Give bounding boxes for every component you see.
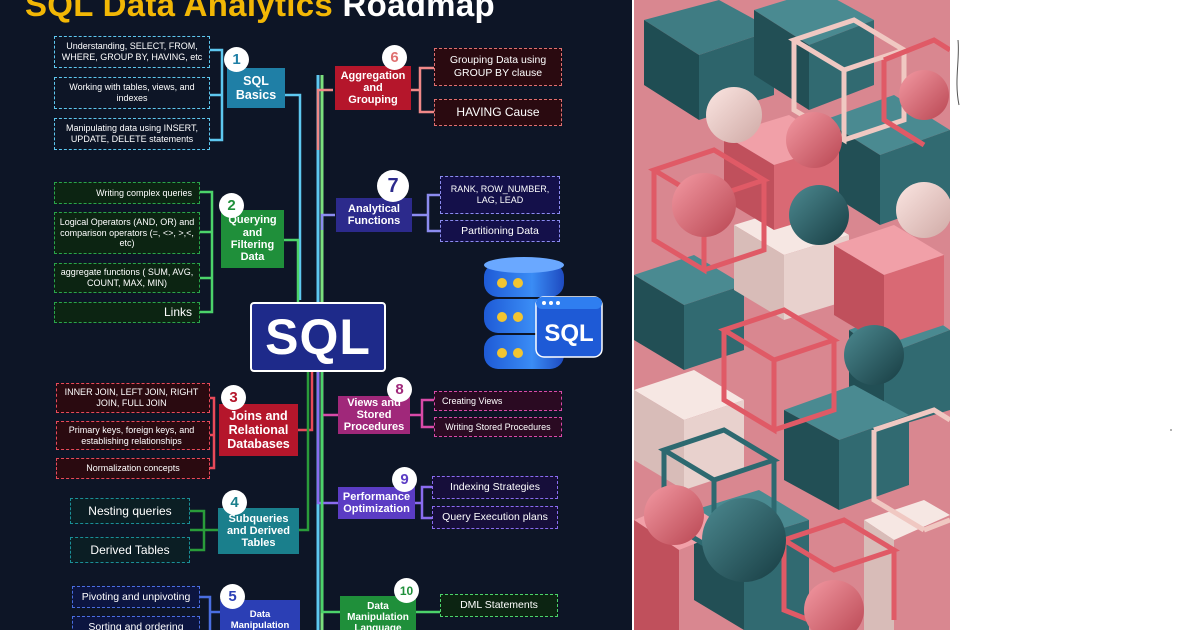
connector-lines <box>190 48 440 630</box>
topic-2-node: Querying and Filtering Data <box>221 210 284 268</box>
roadmap-infographic: SQL Data Analytics Roadmap Understanding… <box>0 0 632 630</box>
database-sql-icon: SQL <box>484 257 603 369</box>
subtopic-2-4: Links <box>54 302 200 323</box>
subtopic-6-1: Grouping Data using GROUP BY clause <box>434 48 562 86</box>
subtopic-8-1: Creating Views <box>434 391 562 411</box>
subtopic-3-1: INNER JOIN, LEFT JOIN, RIGHT JOIN, FULL … <box>56 383 210 413</box>
cubes-illustration <box>634 0 950 630</box>
subtopic-4-2: Derived Tables <box>70 537 190 563</box>
title-part2: Roadmap <box>342 0 495 23</box>
topic-5-node: Data Manipulation and <box>220 600 300 630</box>
topic-7-node: Analytical Functions <box>336 198 412 232</box>
topic-1-number: 1 <box>224 47 249 72</box>
subtopic-10-1: DML Statements <box>440 594 558 617</box>
subtopic-5-2: Sorting and ordering <box>72 616 200 630</box>
subtopic-6-2: HAVING Cause <box>434 99 562 126</box>
subtopic-1-2: Working with tables, views, and indexes <box>54 77 210 109</box>
sql-center-node: SQL <box>250 302 386 372</box>
topic-10-node: Data Manipulation Language <box>340 596 416 630</box>
topic-5-number: 5 <box>220 584 245 609</box>
db-icon-label: SQL <box>544 320 593 347</box>
subtopic-9-1: Indexing Strategies <box>432 476 558 499</box>
subtopic-9-2: Query Execution plans <box>432 506 558 529</box>
subtopic-3-2: Primary keys, foreign keys, and establis… <box>56 421 210 450</box>
topic-6-number: 6 <box>382 45 407 70</box>
topic-10-number: 10 <box>394 578 419 603</box>
topic-3-number: 3 <box>221 385 246 410</box>
topic-8-number: 8 <box>387 377 412 402</box>
topic-8-node: Views and Stored Procedures <box>338 396 410 434</box>
topic-4-node: Subqueries and Derived Tables <box>218 508 299 554</box>
subtopic-1-1: Understanding, SELECT, FROM, WHERE, GROU… <box>54 36 210 68</box>
subtopic-3-3: Normalization concepts <box>56 458 210 479</box>
roadmap-title: SQL Data Analytics Roadmap <box>25 0 495 24</box>
title-part1: SQL Data Analytics <box>25 0 334 23</box>
abstract-3d-cubes-image <box>634 0 950 630</box>
topic-1-node: SQL Basics <box>227 68 285 108</box>
subtopic-1-3: Manipulating data using INSERT, UPDATE, … <box>54 118 210 150</box>
subtopic-5-1: Pivoting and unpivoting <box>72 586 200 608</box>
subtopic-8-2: Writing Stored Procedures <box>434 417 562 437</box>
topic-6-node: Aggregation and Grouping <box>335 66 411 110</box>
topic-3-node: Joins and Relational Databases <box>219 404 298 456</box>
subtopic-7-1: RANK, ROW_NUMBER, LAG, LEAD <box>440 176 560 214</box>
subtopic-2-2: Logical Operators (AND, OR) and comparis… <box>54 212 200 254</box>
blank-white-panel <box>950 0 1200 630</box>
subtopic-2-3: aggregate functions ( SUM, AVG, COUNT, M… <box>54 263 200 293</box>
subtopic-2-1: Writing complex queries <box>54 182 200 204</box>
topic-4-number: 4 <box>222 490 247 515</box>
topic-7-number: 7 <box>377 170 409 202</box>
subtopic-7-2: Partitioning Data <box>440 220 560 242</box>
faint-marks <box>956 39 1172 431</box>
subtopic-4-1: Nesting queries <box>70 498 190 524</box>
topic-9-node: Performance Optimization <box>338 487 415 519</box>
topic-2-number: 2 <box>219 193 244 218</box>
topic-9-number: 9 <box>392 467 417 492</box>
